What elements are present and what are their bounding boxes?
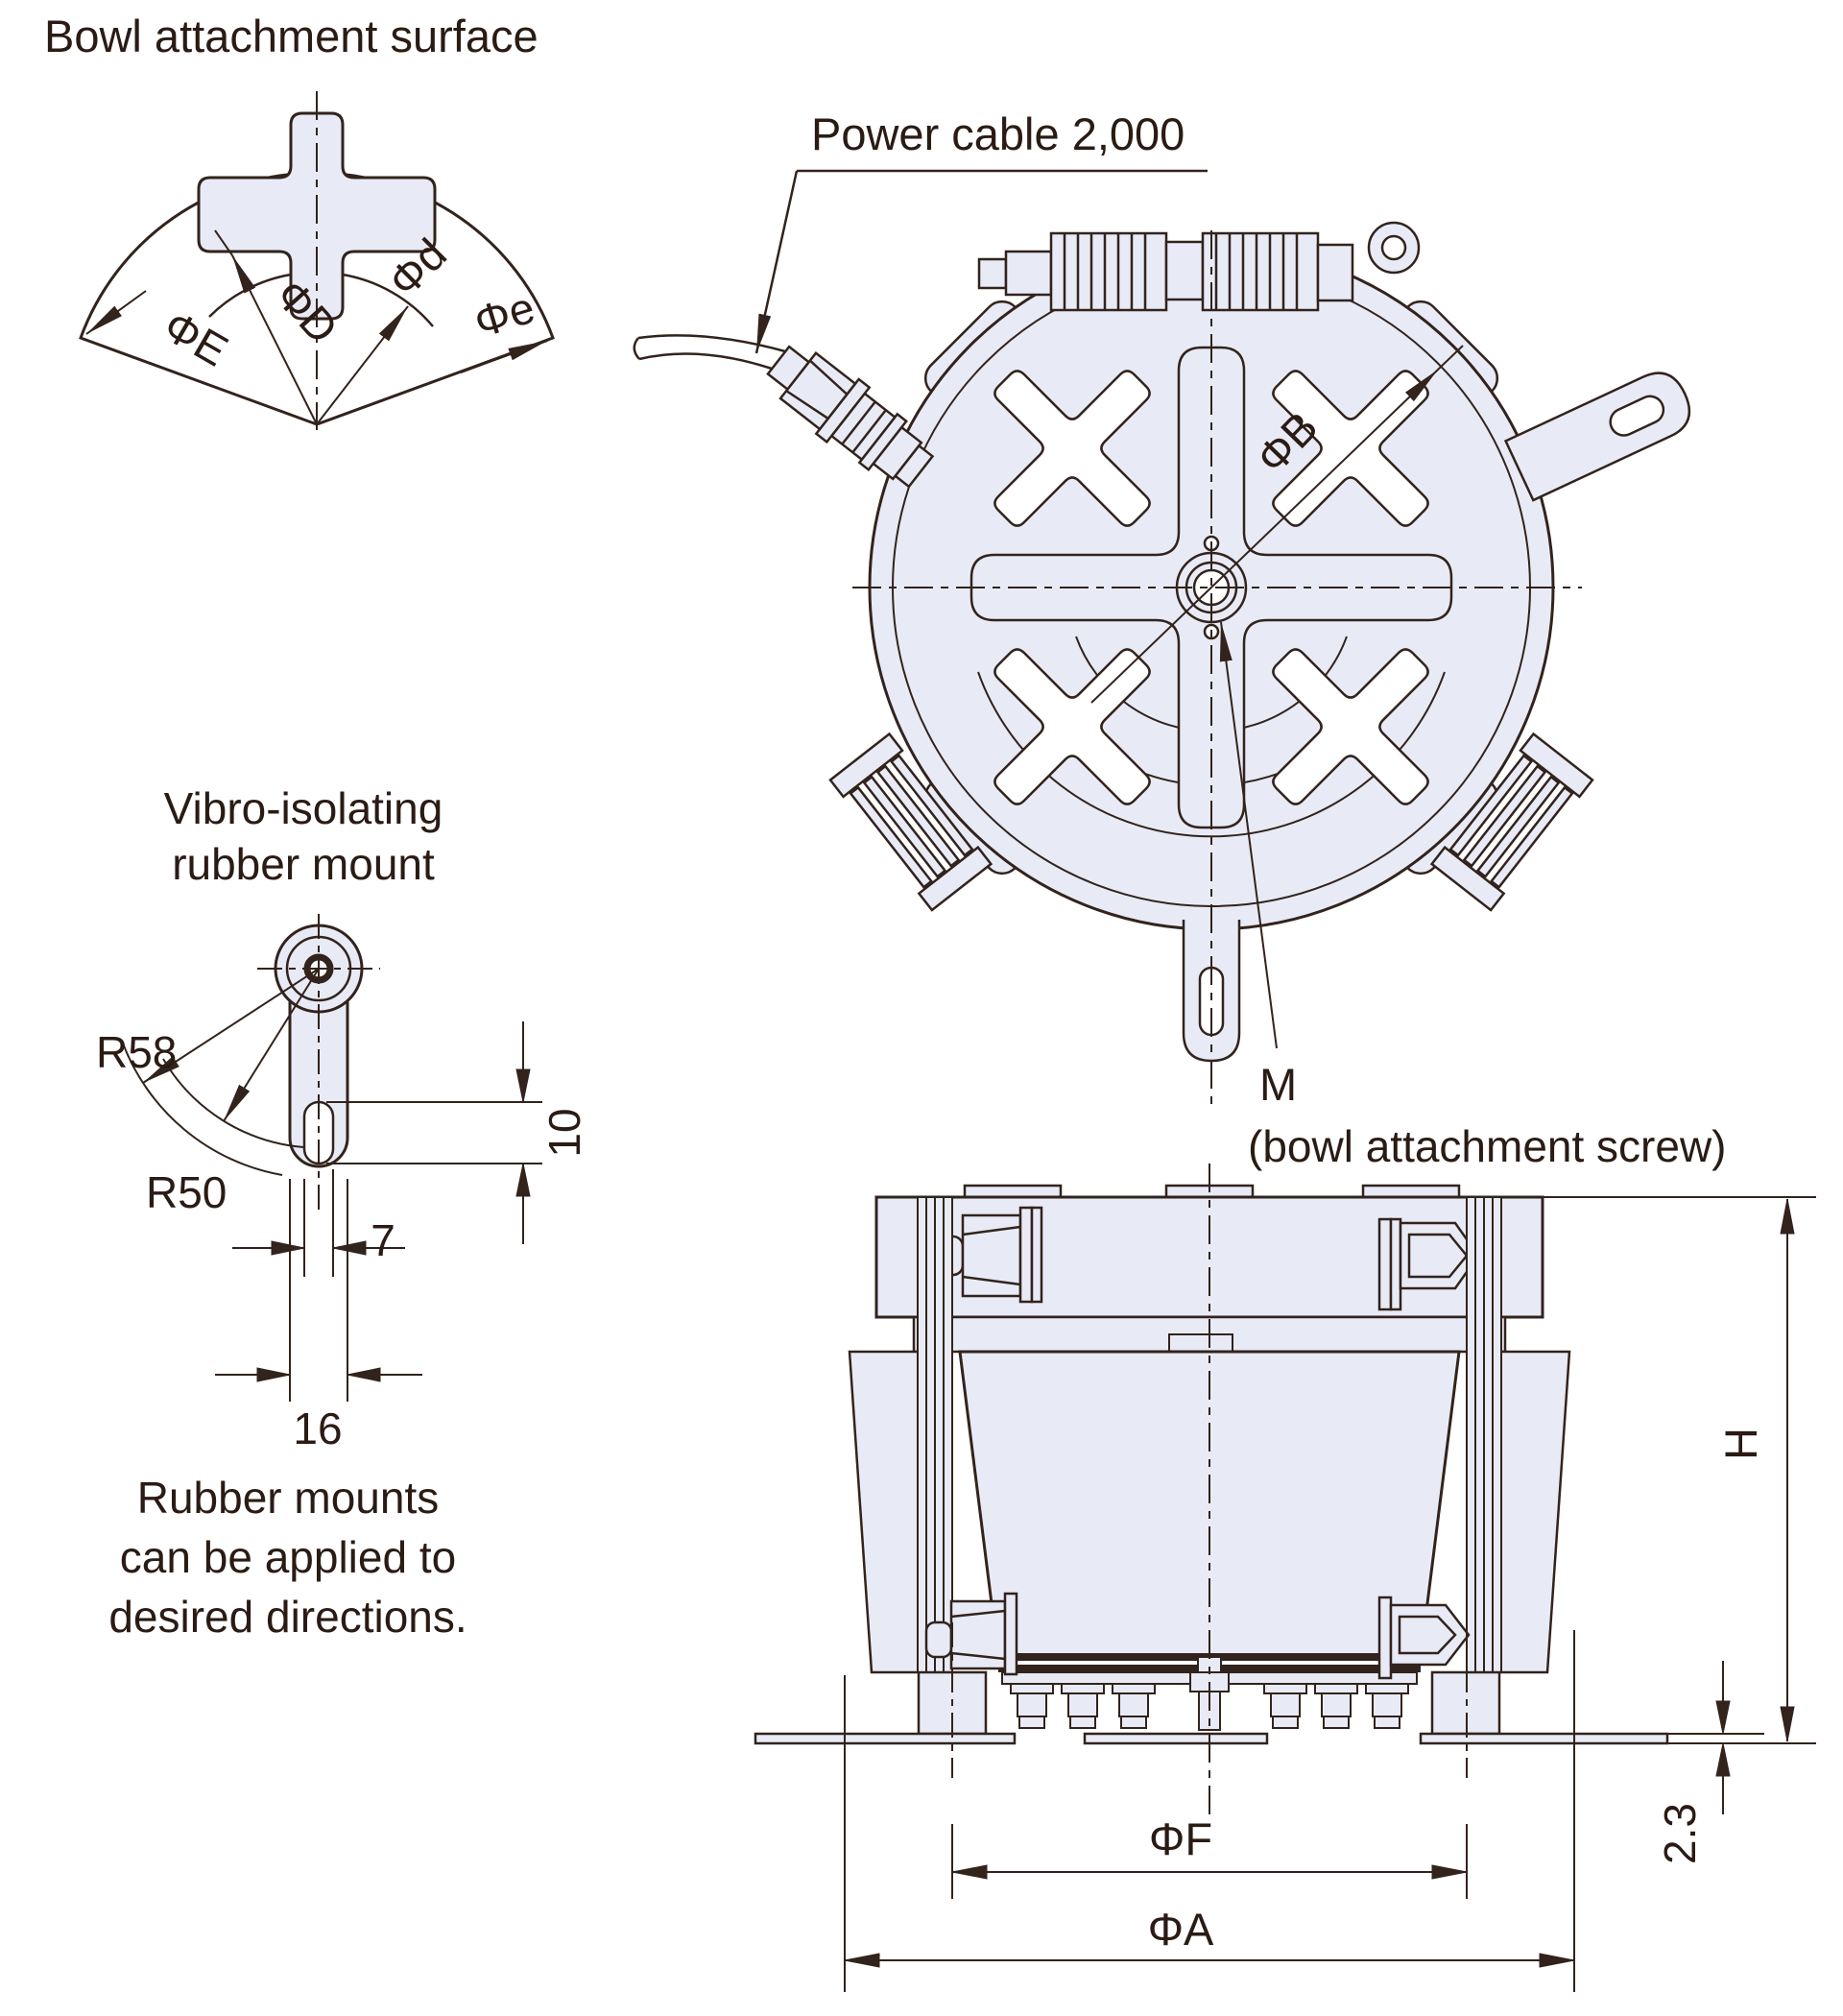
dim10-label: 10	[539, 1108, 589, 1157]
base-thickness-label: 2.3	[1655, 1803, 1705, 1864]
rubber-mount-view	[121, 914, 542, 1402]
mount-note-line3: desired directions.	[108, 1592, 467, 1642]
mounting-studs	[1010, 1683, 1409, 1729]
side-leaf-springs	[917, 1196, 1502, 1673]
foot-plate-right	[1419, 1732, 1669, 1745]
mount-note-line2: can be applied to	[120, 1532, 456, 1582]
bottom-bolt-right	[1377, 1596, 1471, 1680]
phiA-label: ΦA	[1148, 1904, 1214, 1955]
mount-title-line2: rubber mount	[172, 839, 435, 889]
m-note: (bowl attachment screw)	[1248, 1121, 1727, 1171]
top-bolt-right	[1377, 1217, 1480, 1311]
mount-note-line1: Rubber mounts	[137, 1473, 440, 1523]
lifting-ring	[1367, 221, 1421, 275]
power-cable	[633, 334, 786, 371]
side-view	[754, 1164, 1816, 1992]
bowl-attachment-title: Bowl attachment surface	[44, 11, 539, 61]
leaf-spring-stack-right	[1429, 732, 1594, 912]
foot-plate-center	[1083, 1732, 1269, 1745]
dim7-label: 7	[371, 1215, 395, 1265]
top-view	[633, 221, 1691, 1109]
r58-label: R58	[96, 1027, 177, 1077]
terminal-block	[977, 221, 1421, 312]
r50-label: R50	[146, 1167, 227, 1217]
leaf-spring-stack-left	[828, 732, 993, 912]
power-cable-leader	[754, 169, 1208, 354]
bottom-bolt-left	[924, 1592, 1018, 1676]
m-label: M	[1259, 1059, 1297, 1110]
phiF-label: ΦF	[1149, 1813, 1212, 1864]
cable-gland	[766, 345, 935, 489]
fan-view	[79, 91, 555, 430]
mount-title-line1: Vibro-isolating	[164, 783, 443, 833]
height-label: H	[1715, 1428, 1766, 1460]
foot-plate-left	[754, 1732, 1017, 1745]
dim16-label: 16	[293, 1404, 342, 1453]
power-cable-label: Power cable 2,000	[811, 108, 1185, 159]
mounting-ear	[1503, 372, 1691, 502]
